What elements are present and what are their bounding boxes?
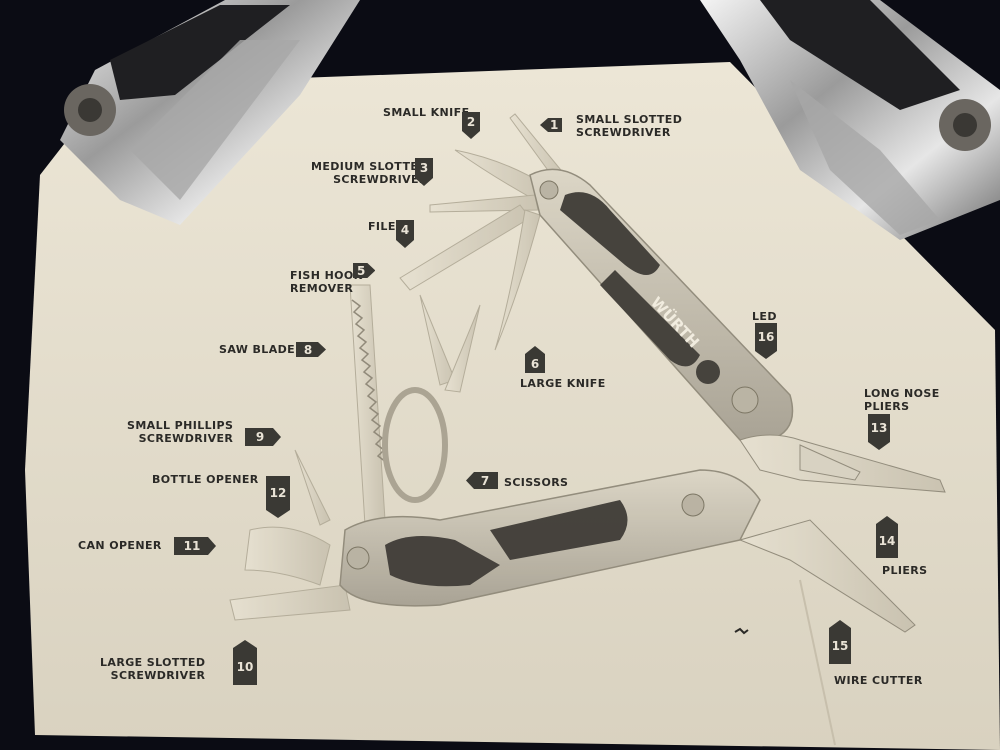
callout-13-tag: 13	[868, 414, 890, 450]
callout-4-label: FILE	[368, 220, 396, 233]
paper-fold	[799, 579, 836, 746]
callout-8-label: SAW BLADE	[219, 343, 296, 356]
callout-16-tag: 16	[755, 323, 777, 359]
printed-multitool: WÜRTH	[229, 113, 946, 633]
callout-5-tag: 5	[353, 263, 375, 278]
callout-11-label: CAN OPENER	[78, 539, 162, 552]
callout-14-tag: 14	[876, 516, 898, 558]
callout-12-tag: 12	[266, 476, 290, 518]
callout-2-label: SMALL KNIFE	[383, 106, 470, 119]
callout-9-tag: 9	[245, 428, 281, 446]
callout-14-label: PLIERS	[882, 564, 928, 577]
callout-8-tag: 8	[296, 342, 326, 357]
callout-12-label: BOTTLE OPENER	[152, 473, 259, 486]
callout-11-tag: 11	[174, 537, 216, 555]
callout-7-label: SCISSORS	[504, 476, 569, 489]
callout-15-label: WIRE CUTTER	[834, 674, 923, 687]
callout-16-label: LED	[752, 310, 777, 323]
real-multitool-right	[700, 0, 1000, 240]
real-multitool-left	[60, 0, 360, 225]
callout-1-tag: 1	[540, 118, 563, 132]
callout-7-tag: 7	[466, 472, 498, 489]
callout-15-tag: 15	[829, 620, 851, 664]
callout-4-tag: 4	[396, 220, 414, 248]
callout-10-tag: 10	[233, 640, 257, 685]
callout-2-tag: 2	[462, 112, 480, 139]
instruction-sheet	[25, 62, 1000, 750]
callout-6-tag: 6	[525, 346, 545, 373]
callout-3-tag: 3	[415, 158, 433, 186]
callout-6-label: LARGE KNIFE	[520, 377, 606, 390]
